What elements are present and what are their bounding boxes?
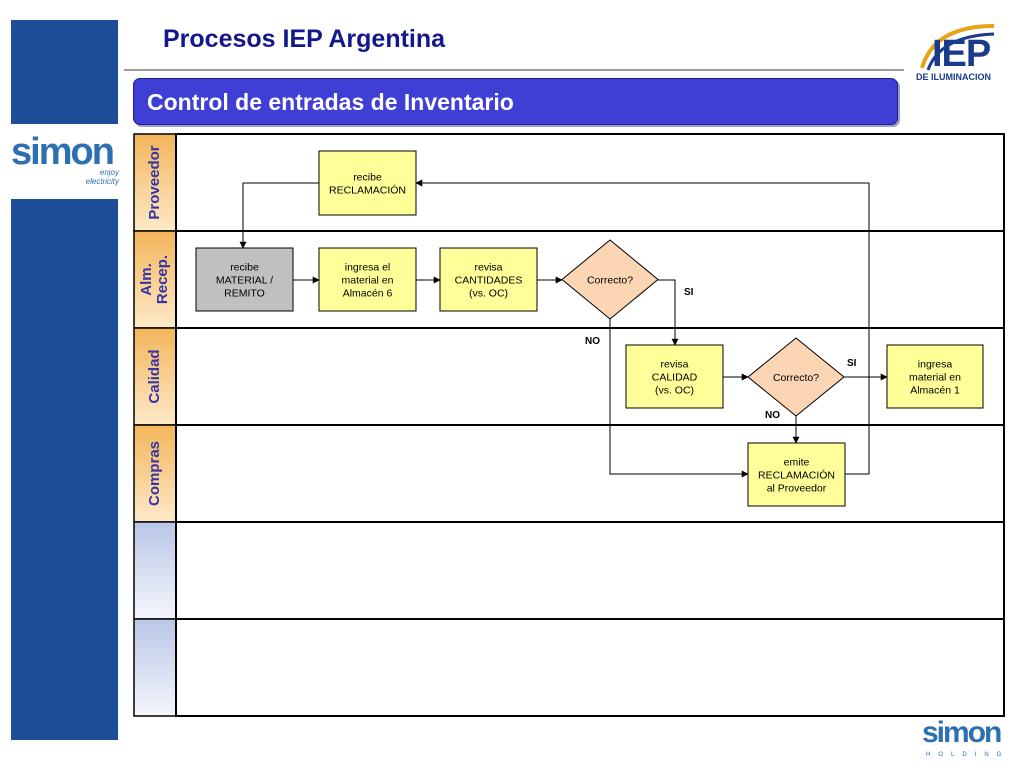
node-correcto1: Correcto?: [561, 239, 659, 320]
sidebar-top-band: [11, 20, 118, 124]
edge-emite-to-recibe_recl: [415, 179, 870, 475]
lane-body: [175, 424, 1005, 523]
process-box: [625, 344, 724, 409]
edge-label: SI: [684, 287, 694, 298]
lane-compras: Compras: [133, 424, 1005, 523]
edge-correcto2-to-ingresa1: SI: [844, 358, 888, 381]
connector-arrow: [239, 182, 319, 249]
lane-label: Alm.Recep.: [138, 255, 171, 304]
iep-logo-arc-icon: [920, 24, 995, 71]
connector-arrow: [609, 319, 749, 478]
lane-label-cell: [133, 618, 177, 717]
node-correcto2: Correcto?: [747, 337, 845, 417]
edge-recibe_recl-to-recibe_mat: [239, 182, 319, 249]
iep-logo-word: IEP: [932, 33, 991, 75]
connector-arrow: [415, 179, 870, 475]
section-banner: Control de entradas de Inventario: [133, 78, 898, 125]
node-label: Correcto?: [587, 275, 633, 287]
edge-correcto1-to-emite: NO: [585, 319, 749, 478]
lane-label: Compras: [146, 441, 163, 506]
title-divider: [124, 69, 904, 71]
process-box: [195, 247, 294, 312]
footer-logo-subtitle: HOLDING: [926, 752, 1010, 758]
edge-label: NO: [585, 336, 600, 347]
decision-diamond: [561, 239, 659, 320]
decision-diamond: [747, 337, 845, 417]
process-box: [439, 247, 538, 312]
edge-label: NO: [765, 410, 780, 421]
page-title: Procesos IEP Argentina: [163, 25, 446, 53]
simon-tagline-line-1: enjoy: [99, 168, 119, 177]
footer-logo-word: simon: [922, 716, 1002, 749]
lane-empty2: [133, 618, 1005, 717]
connector-arrow: [658, 279, 679, 346]
simon-logo-word: simon: [11, 131, 115, 173]
process-box: [747, 442, 846, 507]
lane-label: Calidad: [146, 349, 163, 403]
process-box: [886, 344, 984, 409]
lane-label-cell: [133, 424, 177, 523]
process-box: [318, 247, 417, 312]
lane-label-cell: [133, 521, 177, 620]
edges-layer: SI NO SI NO: [239, 179, 888, 478]
lane-body: [175, 618, 1005, 717]
lane-label: Proveedor: [146, 145, 163, 219]
sidebar-bottom-band: [11, 199, 118, 740]
lane-label-cell: [133, 133, 177, 232]
simon-logo: simon enjoy electricity: [11, 130, 121, 190]
lane-label-cell: [133, 230, 177, 329]
edge-correcto1-to-revisa_cal: SI: [658, 279, 694, 346]
node-label: Correcto?: [773, 372, 819, 384]
iep-logo-subtitle: DE ILUMINACION: [916, 72, 991, 82]
process-box: [318, 150, 417, 216]
simon-tagline-line-2: electricity: [85, 177, 119, 186]
section-title: Control de entradas de Inventario: [147, 89, 514, 115]
simon-logo-tagline: enjoy electricity: [86, 168, 119, 186]
iep-logo: IEP DE ILUMINACION: [914, 20, 1004, 90]
simon-holding-logo: simon HOLDING: [918, 716, 1008, 764]
edge-correcto2-to-emite: NO: [765, 410, 800, 444]
lane-body: [175, 521, 1005, 620]
edge-label: SI: [847, 358, 857, 369]
lane-empty1: [133, 521, 1005, 620]
